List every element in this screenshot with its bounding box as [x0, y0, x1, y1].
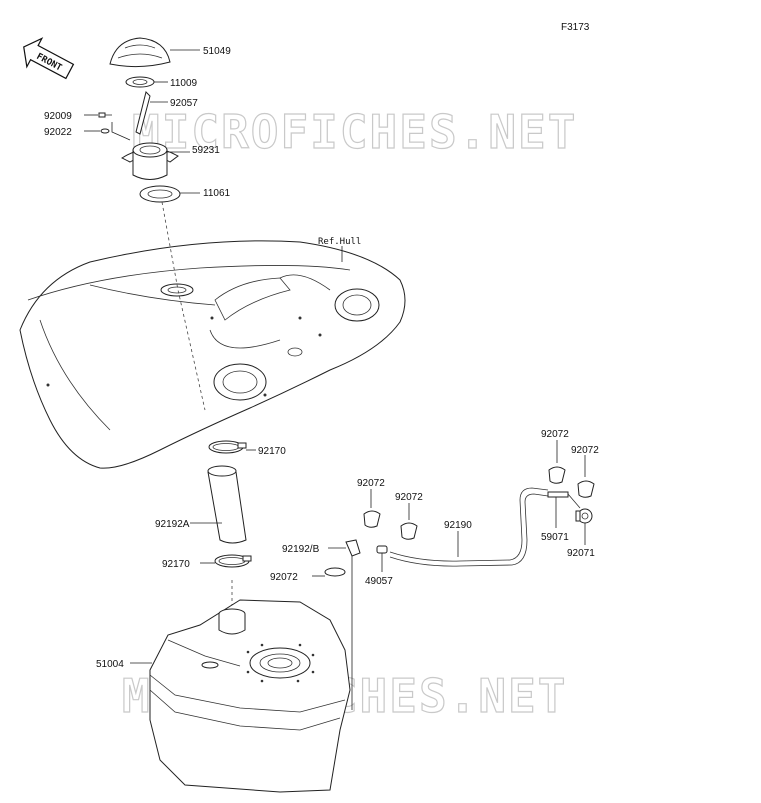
- part-59231-filler-neck: [120, 142, 179, 180]
- callout-51004: 51004: [96, 659, 124, 670]
- front-arrow-icon: FRONT: [23, 37, 75, 80]
- callout-49057: 49057: [365, 576, 393, 587]
- part-92022-washer: [100, 128, 110, 134]
- part-49057-check-valve: [376, 545, 388, 554]
- part-51049-cap-cover: [109, 37, 171, 68]
- callout-92072-e: 92072: [571, 445, 599, 456]
- callout-11061: 11061: [203, 188, 231, 199]
- callout-92170-upper: 92170: [258, 446, 286, 457]
- part-51004-fuel-tank: [149, 599, 351, 793]
- callout-92192b: 92192/B: [282, 544, 320, 555]
- callout-92009: 92009: [44, 111, 72, 122]
- part-92072-clip-e: [577, 480, 595, 498]
- callout-92192a: 92192A: [155, 519, 190, 530]
- callout-59231: 59231: [192, 145, 220, 156]
- callout-51049: 51049: [203, 46, 231, 57]
- part-92072-clip-c: [324, 567, 346, 577]
- callout-92072-c: 92072: [270, 572, 298, 583]
- callout-92071: 92071: [567, 548, 595, 559]
- part-92009-screw: [98, 112, 112, 118]
- callout-92170-lower: 92170: [162, 559, 190, 570]
- callout-92072-d: 92072: [541, 429, 569, 440]
- part-59071-fitting: [547, 491, 581, 509]
- part-11061-gasket: [139, 185, 181, 203]
- part-92072-clip-d: [548, 466, 566, 484]
- callout-92072-b: 92072: [395, 492, 423, 503]
- part-92072-clip-a: [363, 510, 381, 528]
- callout-92022: 92022: [44, 127, 72, 138]
- watermark-top: MICROFICHES.NET: [132, 105, 577, 159]
- part-92170-clamp-upper: [208, 440, 247, 454]
- figure-code: F3173: [561, 22, 590, 33]
- callout-92072-a: 92072: [357, 478, 385, 489]
- leader-92022-link: [111, 122, 131, 141]
- part-92192b-elbow: [345, 539, 361, 557]
- part-92192a-hose: [207, 465, 247, 544]
- callout-59071: 59071: [541, 532, 569, 543]
- callout-11009: 11009: [170, 78, 198, 89]
- part-92190-vent-hose: [389, 487, 549, 567]
- part-11009-gasket: [125, 76, 155, 88]
- callout-92190: 92190: [444, 520, 472, 531]
- hull-reference: [19, 240, 406, 469]
- callout-92057: 92057: [170, 98, 198, 109]
- part-92170-clamp-lower: [214, 554, 252, 568]
- part-92071-cap: [575, 508, 593, 524]
- part-92057-strap: [135, 91, 151, 135]
- part-92072-clip-b: [400, 522, 418, 540]
- ref-hull-label: Ref.Hull: [318, 237, 361, 247]
